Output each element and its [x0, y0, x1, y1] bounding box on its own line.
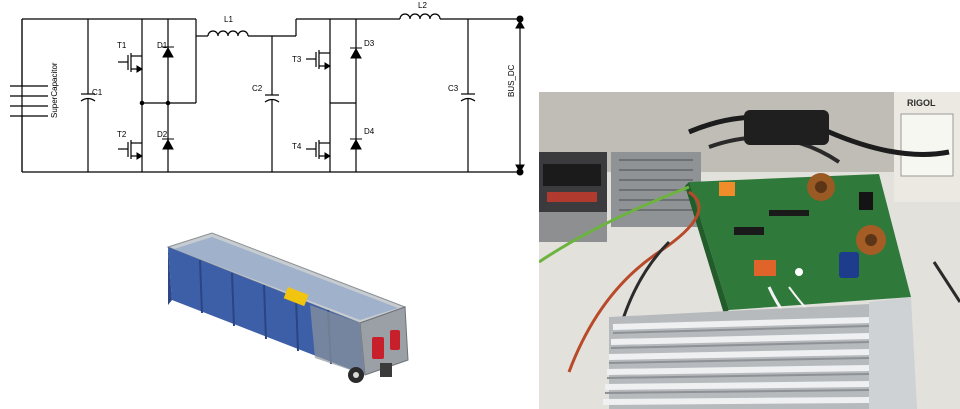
t3-label: T3 [292, 55, 302, 64]
lab-setup-photo: RIGOL [539, 92, 960, 409]
t4-label: T4 [292, 142, 302, 151]
l2-label: L2 [418, 1, 427, 10]
d3-label: D3 [364, 39, 375, 48]
bus-dc-label: BUS_DC [507, 64, 516, 97]
d1-label: D1 [157, 41, 168, 50]
t1-label: T1 [117, 41, 127, 50]
t2-label: T2 [117, 130, 127, 139]
supercap-label: SuperCapacitor [50, 62, 59, 118]
d4-label: D4 [364, 127, 375, 136]
supercapacitor-module-photo [166, 232, 409, 383]
c3-label: C3 [448, 84, 459, 93]
rigol-brand: RIGOL [907, 98, 936, 108]
converter-schematic: SuperCapacitor BUS_DC C1 C2 C3 L1 L2 T1 … [10, 1, 525, 176]
c2-label: C2 [252, 84, 263, 93]
c1-label: C1 [92, 88, 103, 97]
l1-label: L1 [224, 15, 233, 24]
d2-label: D2 [157, 130, 168, 139]
